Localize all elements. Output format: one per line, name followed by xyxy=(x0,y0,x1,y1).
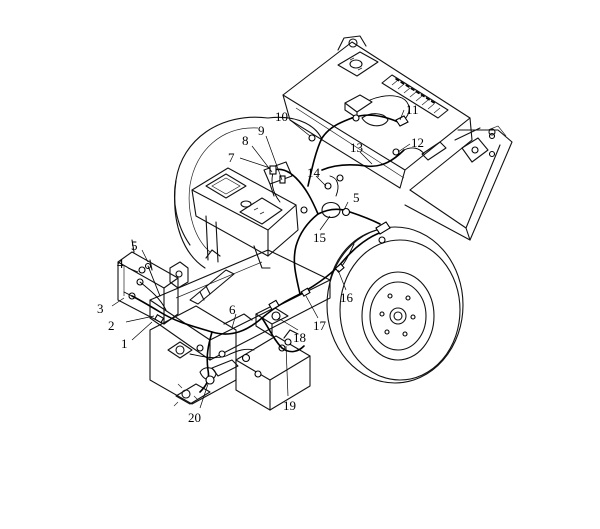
callout-13: 13 xyxy=(350,140,363,155)
callout-15: 15 xyxy=(313,230,326,245)
leader-lines xyxy=(111,109,411,409)
connectors xyxy=(138,114,409,385)
callout-6: 6 xyxy=(229,302,236,317)
callout-5b: 5 xyxy=(353,190,360,205)
chassis-beam xyxy=(149,249,331,361)
callout-1: 1 xyxy=(121,336,128,351)
callout-10: 10 xyxy=(275,109,288,124)
callout-2: 2 xyxy=(108,318,115,333)
callout-8: 8 xyxy=(242,133,249,148)
callout-14: 14 xyxy=(307,165,321,180)
callout-18: 18 xyxy=(293,330,306,345)
right-component-box xyxy=(223,305,311,411)
rear-tire xyxy=(326,226,464,384)
callout-7: 7 xyxy=(228,150,235,165)
callout-12: 12 xyxy=(411,135,424,150)
callout-19: 19 xyxy=(283,398,296,413)
callout-5a: 5 xyxy=(131,238,138,253)
callout-11: 11 xyxy=(406,102,419,117)
callout-16: 16 xyxy=(340,290,354,305)
callout-9: 9 xyxy=(258,123,265,138)
operator-platform xyxy=(191,161,299,269)
callout-3: 3 xyxy=(97,301,104,316)
rear-frame xyxy=(282,35,513,241)
battery-box xyxy=(117,239,179,325)
callout-20: 20 xyxy=(188,410,201,425)
callout-4: 4 xyxy=(117,256,124,271)
callout-17: 17 xyxy=(313,318,327,333)
callout-labels: 1 2 3 4 5 5 6 7 8 9 10 11 12 13 14 15 16… xyxy=(97,102,424,425)
front-drum xyxy=(173,116,323,269)
